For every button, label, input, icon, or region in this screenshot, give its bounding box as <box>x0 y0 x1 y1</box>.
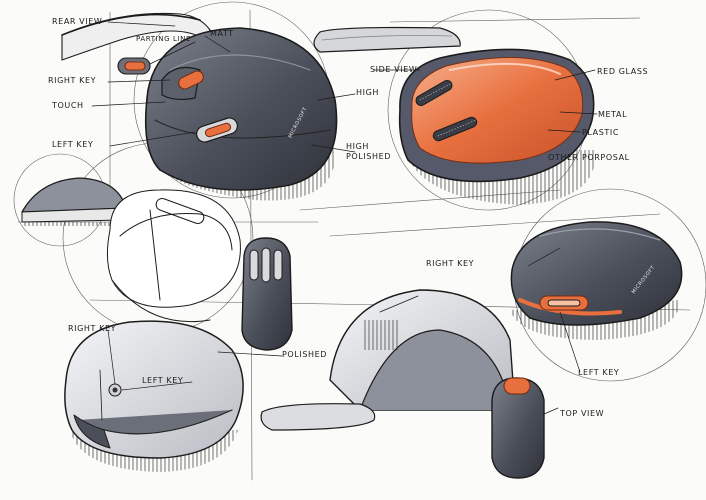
label-left-key-3: LEFT KEY <box>578 368 620 377</box>
flat-pill <box>260 403 376 431</box>
cutaway-shell <box>329 289 516 411</box>
label-touch: TOUCH <box>52 101 84 110</box>
label-rear-view: REAR VIEW <box>52 17 103 26</box>
label-metal: METAL <box>598 110 628 119</box>
label-matt: MATT <box>210 29 234 38</box>
left-side-mouse <box>21 177 127 226</box>
label-left-key-2: LEFT KEY <box>142 376 184 385</box>
label-other-proposal: OTHER PORPOSAL <box>548 153 630 162</box>
leader-lines <box>91 21 598 415</box>
label-high-polished: HIGH POLISHED <box>346 142 392 161</box>
label-polished: POLISHED <box>282 350 328 359</box>
label-plastic: PLASTIC <box>582 128 620 137</box>
wireframe-mouse <box>106 189 241 323</box>
main-dark-mouse: MICROSOFT <box>144 27 338 201</box>
side-view-pill <box>313 26 461 53</box>
band-dark-mouse: MICROSOFT <box>510 221 683 340</box>
label-high-1: HIGH <box>356 88 379 97</box>
gray-round-mouse <box>64 320 244 472</box>
label-right-key-3: RIGHT KEY <box>68 324 117 333</box>
rear-view-sketch <box>61 12 211 75</box>
label-right-key-2: RIGHT KEY <box>426 259 475 268</box>
topdown-key-mouse <box>241 237 293 351</box>
label-left-key-1: LEFT KEY <box>52 140 94 149</box>
label-top-view: TOP VIEW <box>560 409 605 418</box>
orange-mouse <box>398 48 596 205</box>
label-right-key-1: RIGHT KEY <box>48 76 97 85</box>
label-red-glass: RED GLASS <box>597 67 649 76</box>
top-view-small <box>491 377 545 479</box>
label-parting-line: PARTING LINE <box>136 35 191 43</box>
label-side-view: SIDE VIEW <box>370 65 418 74</box>
